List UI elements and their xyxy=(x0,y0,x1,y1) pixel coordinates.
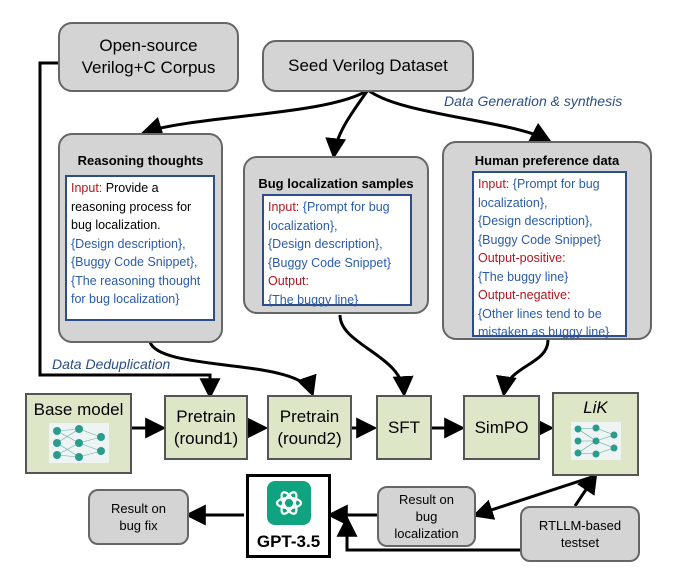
result-fix-line-2: bug fix xyxy=(119,518,158,533)
corpus-box: Open-source Verilog+C Corpus xyxy=(58,22,239,92)
human-content: Input: {Prompt for bug localization}, {D… xyxy=(472,171,627,340)
simpo-box: SimPO xyxy=(463,395,540,460)
pretrain-round1-box: Pretrain (round1) xyxy=(164,395,248,460)
reasoning-input-text: Provide a reasoning process for bug loca… xyxy=(71,181,192,232)
gpt-box: GPT-3.5 xyxy=(246,474,331,558)
arrow-human-to-simpo xyxy=(496,339,550,398)
arrow-corpus-to-pretrain1 xyxy=(38,61,221,400)
lik-label: LiK xyxy=(583,398,608,417)
pretrain1-line-2: (round1) xyxy=(173,428,239,448)
corpus-line-2: Verilog+C Corpus xyxy=(81,58,216,77)
seed-dataset-label: Seed Verilog Dataset xyxy=(288,56,448,75)
bugloc-output-label: Output: xyxy=(268,274,309,288)
arrow-lik-to-resultloc xyxy=(472,474,596,520)
rtllm-testset-box: RTLLM-based testset xyxy=(520,506,640,562)
result-bug-localization-box: Result on bug localization xyxy=(377,486,476,547)
result-loc-line-3: localization xyxy=(394,526,459,541)
data-dedup-label: Data Deduplication xyxy=(52,356,171,372)
arrow-testset-to-gpt xyxy=(336,515,520,552)
human-positive-label: Output-positive: xyxy=(478,251,566,265)
result-loc-line-2: bug xyxy=(415,509,438,524)
human-input-label: Input: xyxy=(478,177,510,191)
arrow-seed-to-human xyxy=(367,88,552,142)
bugloc-title: Bug localization samples xyxy=(258,176,414,191)
human-title: Human preference data xyxy=(474,153,620,168)
arrow-seed-to-reasoning xyxy=(140,88,369,138)
base-model-box: Base model xyxy=(25,393,132,474)
bugloc-input-label: Input: xyxy=(268,200,300,214)
result-bug-fix-box: Result on bug fix xyxy=(88,489,189,545)
human-input-1: {Prompt for bug localization}, xyxy=(478,177,600,210)
bugloc-input-1: {Prompt for bug localization}, xyxy=(268,200,390,233)
data-generation-label: Data Generation & synthesis xyxy=(444,93,623,109)
arrow-bugloc-to-sft xyxy=(338,314,414,398)
reasoning-item-3: {The reasoning thought for bug localizat… xyxy=(71,273,201,307)
bugloc-output-1: {The buggy line} xyxy=(268,292,359,307)
sft-box: SFT xyxy=(376,395,432,460)
openai-logo-icon xyxy=(266,481,311,525)
reasoning-item-2: {Buggy Code Snippet}, xyxy=(71,255,198,269)
reasoning-title: Reasoning thoughts xyxy=(77,153,204,168)
reasoning-content: Input: Provide a reasoning process for b… xyxy=(65,175,215,321)
result-loc-line-1: Result on xyxy=(399,492,454,507)
sft-label: SFT xyxy=(387,417,421,437)
testset-line-2: testset xyxy=(560,535,600,550)
result-fix-line-1: Result on xyxy=(111,501,166,516)
neural-net-icon xyxy=(570,422,621,460)
bugloc-content: Input: {Prompt for bug localization}, {D… xyxy=(262,194,412,307)
human-negative-label: Output-negative: xyxy=(478,288,571,302)
seed-dataset-box: Seed Verilog Dataset xyxy=(262,40,474,92)
human-positive-1: {The buggy line} xyxy=(478,269,569,284)
pretrain1-line-1: Pretrain xyxy=(176,406,236,426)
pretrain2-line-1: Pretrain xyxy=(279,406,340,426)
human-input-2: {Design description}, xyxy=(478,214,593,228)
lik-box: LiK xyxy=(552,392,639,476)
bugloc-input-3: {Buggy Code Snippet} xyxy=(268,255,392,270)
pretrain2-line-2: (round2) xyxy=(277,428,342,448)
arrow-seed-to-bugloc xyxy=(325,89,370,160)
neural-net-icon xyxy=(48,423,109,463)
human-input-3: {Buggy Code Snippet} xyxy=(478,232,602,247)
arrow-reasoning-to-pretrain2 xyxy=(148,341,317,397)
arrow-testset-to-lik xyxy=(573,472,598,507)
corpus-line-1: Open-source xyxy=(99,36,198,55)
reasoning-item-1: {Design description}, xyxy=(71,236,186,251)
testset-line-1: RTLLM-based xyxy=(538,518,622,533)
pretrain-round2-box: Pretrain (round2) xyxy=(267,395,352,460)
base-model-label: Base model xyxy=(33,400,124,419)
reasoning-input-label: Input: xyxy=(71,181,103,195)
simpo-label: SimPO xyxy=(474,417,529,437)
bugloc-input-2: {Design description}, xyxy=(268,237,383,251)
human-negative-1: {Other lines tend to be mistaken as bugg… xyxy=(478,306,610,340)
gpt-label: GPT-3.5 xyxy=(256,532,321,551)
